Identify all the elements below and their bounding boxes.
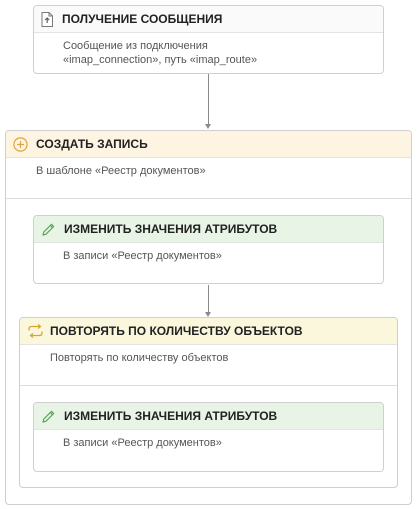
- repeat-loop-title: ПОВТОРЯТЬ ПО КОЛИЧЕСТВУ ОБЪЕКТОВ: [50, 324, 303, 338]
- change-attributes-header-1: ИЗМЕНИТЬ ЗНАЧЕНИЯ АТРИБУТОВ: [34, 216, 383, 243]
- create-record-children: [6, 198, 411, 504]
- pencil-icon: [40, 221, 56, 237]
- connector-arrow: [205, 124, 211, 129]
- change-attributes-record-1: В записи «Реестр документов»: [63, 250, 222, 262]
- change-attributes-title-1: ИЗМЕНИТЬ ЗНАЧЕНИЯ АТРИБУТОВ: [64, 222, 278, 236]
- connector-line: [208, 285, 209, 313]
- create-record-title: СОЗДАТЬ ЗАПИСЬ: [36, 137, 148, 151]
- create-record-header: СОЗДАТЬ ЗАПИСЬ: [6, 131, 411, 158]
- receive-message-source: Сообщение из подключения: [63, 40, 208, 52]
- plus-circle-icon: [12, 136, 28, 152]
- change-attributes-title-2: ИЗМЕНИТЬ ЗНАЧЕНИЯ АТРИБУТОВ: [64, 409, 278, 423]
- change-attributes-step-1[interactable]: ИЗМЕНИТЬ ЗНАЧЕНИЯ АТРИБУТОВ В записи «Ре…: [33, 215, 384, 284]
- connector-line: [208, 74, 209, 125]
- pencil-icon: [40, 408, 56, 424]
- receive-message-route: «imap_connection», путь «imap_route»: [63, 54, 258, 66]
- change-attributes-step-2[interactable]: ИЗМЕНИТЬ ЗНАЧЕНИЯ АТРИБУТОВ В записи «Ре…: [33, 402, 384, 472]
- change-attributes-header-2: ИЗМЕНИТЬ ЗНАЧЕНИЯ АТРИБУТОВ: [34, 403, 383, 430]
- repeat-loop-header: ПОВТОРЯТЬ ПО КОЛИЧЕСТВУ ОБЪЕКТОВ: [20, 318, 397, 345]
- repeat-loop-children: [20, 385, 397, 487]
- repeat-loop-description: Повторять по количеству объектов: [50, 352, 229, 364]
- connector-arrow: [205, 312, 211, 317]
- document-upload-icon: [40, 11, 54, 27]
- receive-message-step[interactable]: ПОЛУЧЕНИЕ СООБЩЕНИЯ Сообщение из подключ…: [33, 5, 384, 74]
- receive-message-header: ПОЛУЧЕНИЕ СООБЩЕНИЯ: [34, 6, 383, 33]
- receive-message-title: ПОЛУЧЕНИЕ СООБЩЕНИЯ: [62, 12, 223, 26]
- repeat-icon: [26, 323, 44, 339]
- create-record-template: В шаблоне «Реестр документов»: [36, 165, 206, 177]
- change-attributes-record-2: В записи «Реестр документов»: [63, 437, 222, 449]
